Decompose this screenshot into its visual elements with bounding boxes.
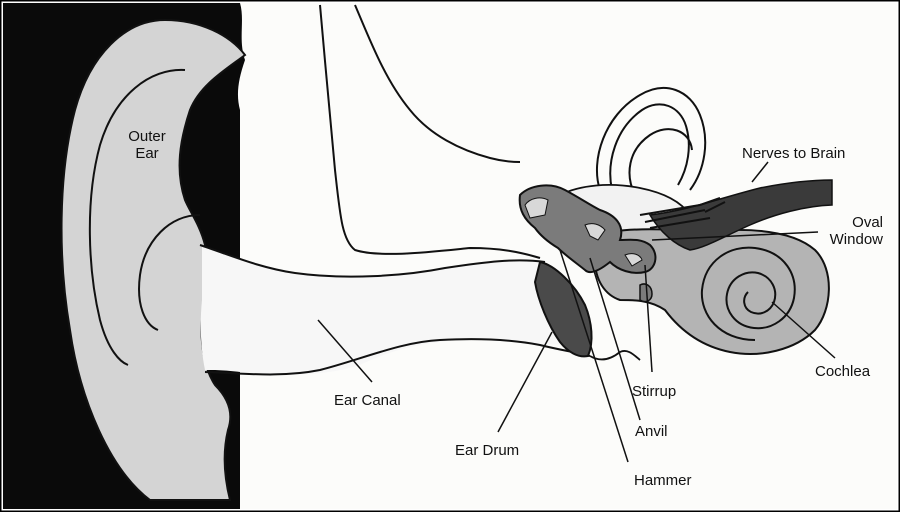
label-cochlea: Cochlea <box>815 363 870 380</box>
label-ear-canal: Ear Canal <box>334 392 401 409</box>
label-nerves-to-brain: Nerves to Brain <box>742 145 845 162</box>
label-outer-ear-line2: Ear <box>122 145 172 162</box>
label-oval-window-line2: Window <box>808 231 883 248</box>
label-outer-ear-line1: Outer <box>122 128 172 145</box>
label-outer-ear: Outer Ear <box>122 128 172 162</box>
label-ear-drum: Ear Drum <box>455 442 519 459</box>
label-stirrup: Stirrup <box>632 383 676 400</box>
label-anvil: Anvil <box>635 423 668 440</box>
label-oval-window: Oval Window <box>808 214 883 248</box>
label-hammer: Hammer <box>634 472 692 489</box>
label-oval-window-line1: Oval <box>808 214 883 231</box>
